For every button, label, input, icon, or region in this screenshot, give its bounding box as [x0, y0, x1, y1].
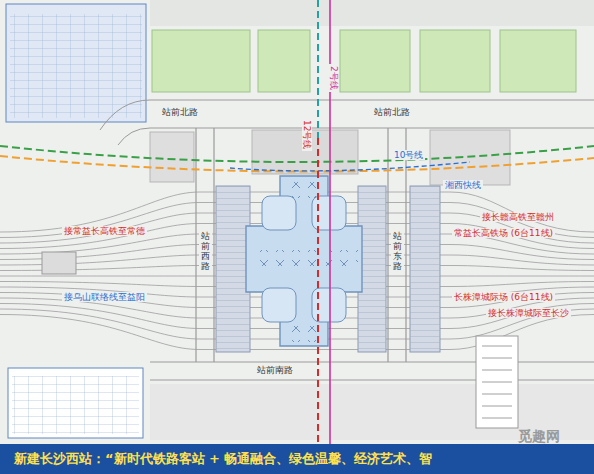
road-name: 站前东路	[391, 232, 404, 272]
rail-connection-label: 接长株潭城际至长沙	[486, 308, 571, 318]
banner-caption: 新建长沙西站：“新时代铁路客站 + 畅通融合、绿色温馨、经济艺术、智	[14, 450, 433, 468]
rail-yard-label: 常益长高铁场 (6台11线)	[452, 228, 555, 238]
metro-line-label: 10号线	[392, 150, 425, 160]
road-name: 站前北路	[160, 107, 200, 117]
road-name: 站前西路	[199, 232, 212, 272]
metro-line-label: 2号线	[329, 64, 339, 92]
metro-line-label: 湘西快线	[443, 180, 483, 190]
rail-connection-label: 接常益长高铁至常德	[62, 226, 147, 236]
road-name: 站前北路	[372, 107, 412, 117]
watermark: 觅趣网	[516, 428, 562, 444]
road-name: 站前南路	[255, 365, 295, 375]
rail-connection-label: 接乌山联络线至益阳	[62, 292, 147, 302]
rail-yard-label: 长株潭城际场 (6台11线)	[452, 292, 555, 302]
metro-line-label: 12号线	[302, 118, 312, 151]
rail-connection-label: 接长赣高铁至赣州	[480, 212, 556, 222]
